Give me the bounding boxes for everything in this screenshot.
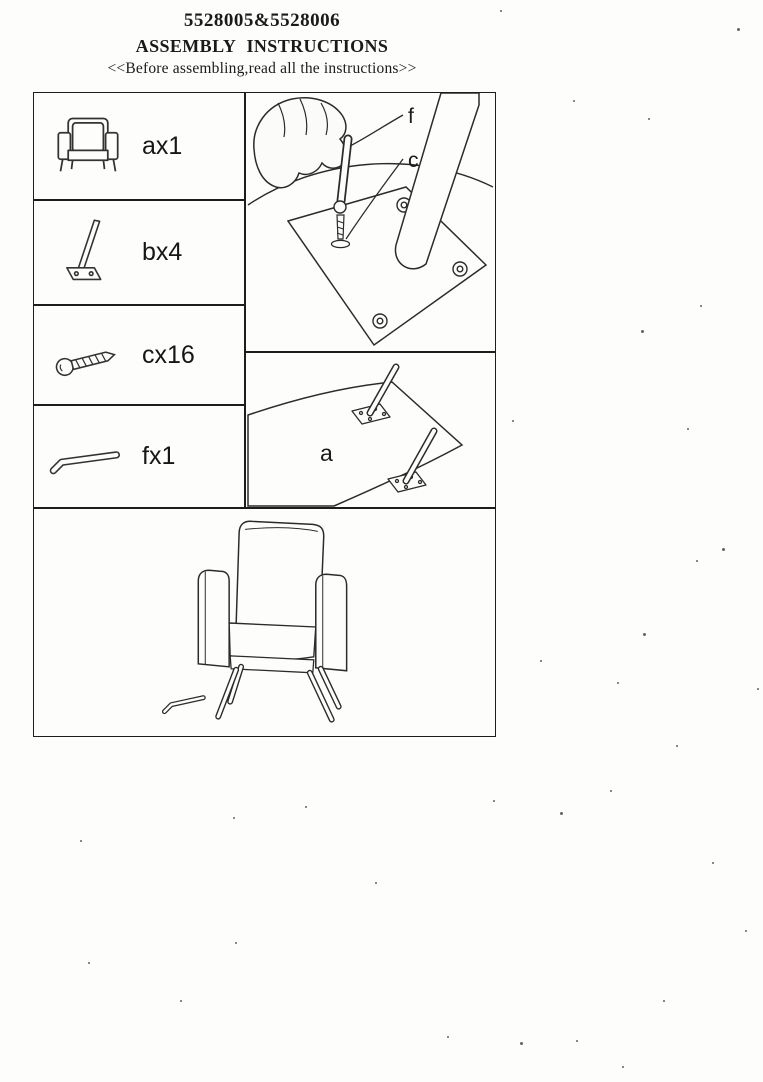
scan-speck bbox=[676, 745, 678, 747]
assembled-chair-diagram bbox=[161, 520, 348, 723]
scan-speck bbox=[180, 1000, 182, 1002]
scan-speck bbox=[663, 1000, 665, 1002]
scan-speck bbox=[722, 548, 725, 551]
scan-speck bbox=[737, 28, 740, 31]
scan-speck bbox=[622, 1066, 624, 1068]
scan-speck bbox=[643, 633, 646, 636]
scan-speck bbox=[88, 962, 90, 964]
scan-speck bbox=[233, 817, 235, 819]
parts-row-a: ax1 bbox=[33, 92, 245, 200]
parts-row-c: cx16 bbox=[33, 305, 245, 405]
scan-speck bbox=[573, 100, 575, 102]
scan-speck bbox=[375, 882, 377, 884]
assembled-chair-panel bbox=[33, 508, 496, 737]
armchair-icon bbox=[34, 113, 142, 179]
scan-speck bbox=[641, 330, 644, 333]
parts-row-b: bx4 bbox=[33, 200, 245, 305]
pre-assembly-note: <<Before assembling,read all the instruc… bbox=[107, 60, 417, 77]
page-header: 5528005&5528006 ASSEMBLY INSTRUCTIONS <<… bbox=[0, 10, 524, 78]
chair-leg-icon bbox=[34, 216, 142, 290]
scan-speck bbox=[712, 862, 714, 864]
scan-speck bbox=[745, 930, 747, 932]
parts-row-f: fx1 bbox=[33, 405, 245, 508]
scan-speck bbox=[687, 428, 689, 430]
part-label-f: fx1 bbox=[142, 442, 176, 470]
model-number: 5528005&5528006 bbox=[183, 10, 341, 31]
diagram-label-a: a bbox=[320, 440, 333, 466]
scan-speck bbox=[235, 942, 237, 944]
diagram-label-c: c bbox=[408, 149, 419, 172]
part-label-c: cx16 bbox=[142, 340, 195, 369]
scan-speck bbox=[648, 118, 650, 120]
scan-speck bbox=[700, 305, 702, 307]
scan-speck bbox=[617, 682, 619, 684]
scan-speck bbox=[540, 660, 542, 662]
scan-speck bbox=[610, 790, 612, 792]
base-legs-diagram: a bbox=[247, 363, 464, 507]
page-title: ASSEMBLY INSTRUCTIONS bbox=[135, 36, 389, 56]
scan-speck bbox=[512, 420, 514, 422]
scan-speck bbox=[696, 560, 698, 562]
screw-icon bbox=[34, 330, 142, 380]
scan-speck bbox=[757, 688, 759, 690]
scan-speck bbox=[560, 812, 563, 815]
diagram-label-f: f bbox=[408, 105, 414, 128]
part-label-a: ax1 bbox=[142, 131, 183, 160]
scan-speck bbox=[305, 806, 307, 808]
base-with-legs-panel: a bbox=[245, 352, 496, 508]
fastening-detail-panel: f c bbox=[245, 92, 496, 352]
allen-key-icon bbox=[34, 435, 142, 479]
scan-speck bbox=[493, 800, 495, 802]
scan-speck bbox=[576, 1040, 578, 1042]
assembly-detail-diagram: f c bbox=[247, 93, 494, 347]
part-label-b: bx4 bbox=[142, 238, 183, 266]
scan-speck bbox=[520, 1042, 523, 1045]
scan-speck bbox=[80, 840, 82, 842]
scan-speck bbox=[447, 1036, 449, 1038]
scan-speck bbox=[500, 10, 502, 12]
